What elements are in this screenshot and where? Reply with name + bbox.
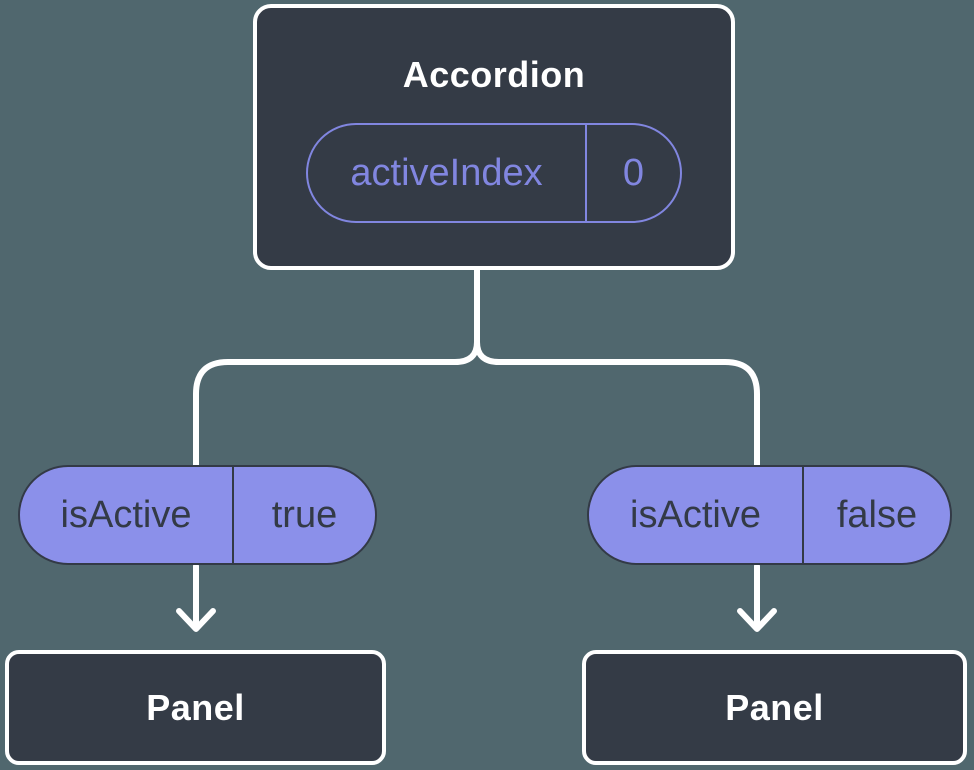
accordion-node: Accordion activeIndex 0 [253,4,735,270]
down-arrow-left-icon [176,563,216,632]
prop-pill-left-name: isActive [60,493,192,536]
panel-node-right: Panel [582,650,967,765]
prop-pill-right-name: isActive [630,493,761,536]
prop-pill-left-divider [232,467,234,563]
connector-left-branch [193,261,480,470]
state-pill: activeIndex 0 [306,123,682,223]
down-arrow-right-icon [737,563,777,632]
prop-pill-left: isActive true [18,465,377,565]
prop-pill-right-value: false [836,493,918,536]
state-pill-name: activeIndex [350,151,543,194]
prop-pill-right-divider [802,467,804,563]
state-pill-divider [585,125,587,221]
prop-pill-left-value: true [271,493,338,536]
panel-node-left: Panel [5,650,386,765]
prop-pill-right: isActive false [587,465,952,565]
accordion-title: Accordion [402,54,586,95]
connector-right-branch [474,261,760,470]
panel-right-title: Panel [725,687,824,728]
state-pill-value: 0 [622,151,645,194]
panel-left-title: Panel [146,687,245,728]
